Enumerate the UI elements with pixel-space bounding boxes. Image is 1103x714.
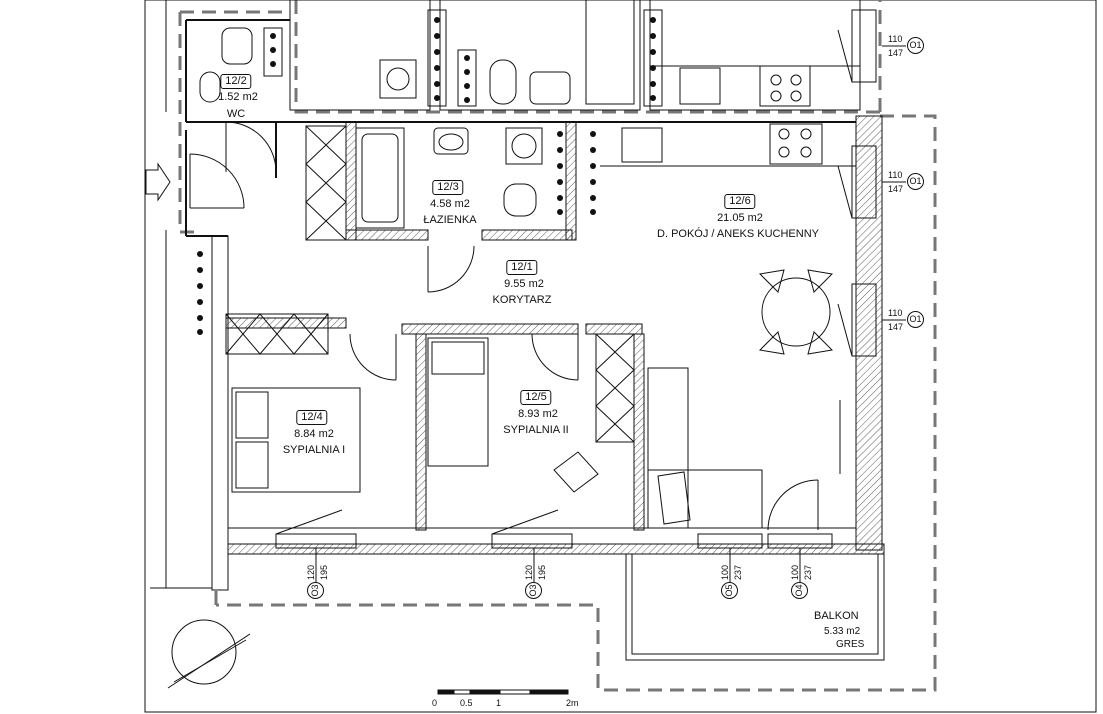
room-name-wc: WC: [226, 108, 246, 120]
window-bottom-3-width: 100: [720, 564, 730, 580]
window-bottom-2-height: 195: [537, 564, 547, 580]
apartment-boundary: [178, 0, 937, 692]
window-bottom-4-width: 100: [790, 564, 800, 580]
north-arrow: [167, 619, 251, 689]
dimension-ticks: [315, 45, 906, 582]
balcony: [625, 554, 885, 661]
neighbour-units: [289, 0, 861, 111]
room-area-sypialnia2: 8.93 m2: [518, 408, 558, 420]
window-right-3-height: 147: [888, 322, 904, 332]
vent-ducts-top: [263, 9, 663, 107]
room-name-sypialnia1: SYPIALNIA I: [282, 444, 346, 456]
dining-table: [758, 269, 834, 355]
scale-tick-2m: 2m: [566, 698, 579, 708]
window-right-3-code: O1: [907, 311, 924, 328]
room-area-balkon: 5.33 m2: [824, 626, 861, 637]
room-name-lazienka: ŁAZIENKA: [423, 214, 477, 226]
scale-tick-05: 0.5: [460, 698, 473, 708]
window-bottom-2-code: O3: [525, 582, 542, 599]
window-bottom-3-height: 237: [733, 564, 743, 580]
sofa: [647, 367, 841, 529]
scale-bar: [437, 689, 569, 695]
room-number-lazienka: 12/3: [432, 180, 464, 195]
window-bottom-4-height: 237: [803, 564, 813, 580]
window-bottom-2-width: 120: [524, 564, 534, 580]
room-name-balkon: BALKON: [814, 610, 859, 622]
bedroom-furniture: [231, 337, 599, 493]
left-neighbour: [145, 0, 212, 589]
room-finish-balkon: GRES: [836, 639, 865, 650]
room-area-wc: 1.52 m2: [218, 91, 258, 103]
window-right-1-code: O1: [907, 37, 924, 54]
window-bottom-1-width: 120: [306, 564, 316, 580]
room-area-korytarz: 9.55 m2: [504, 278, 544, 290]
window-bottom-1-code: O3: [307, 582, 324, 599]
wardrobes: [225, 125, 635, 443]
kitchen: [600, 123, 856, 167]
room-number-salon: 12/6: [724, 194, 756, 209]
vent-duct-dots: [197, 17, 656, 335]
room-number-wc: 12/2: [220, 74, 252, 89]
window-right-1-height: 147: [888, 48, 904, 58]
room-area-salon: 21.05 m2: [717, 212, 763, 224]
room-name-sypialnia2: SYPIALNIA II: [503, 424, 569, 436]
room-number-sypialnia1: 12/4: [296, 410, 328, 425]
bathroom-fixtures: [199, 27, 543, 229]
window-right-2-width: 110: [888, 170, 903, 180]
room-name-salon: D. POKÓJ / ANEKS KUCHENNY: [657, 228, 819, 240]
doors: [189, 121, 819, 531]
scale-tick-0: 0: [432, 698, 438, 708]
window-right-2-code: O1: [907, 173, 924, 190]
window-right-3-width: 110: [888, 308, 903, 318]
room-name-korytarz: KORYTARZ: [492, 294, 552, 306]
walls: [185, 19, 885, 591]
window-bottom-4-code: O4: [791, 582, 808, 599]
drawing-frame: [144, 0, 1097, 713]
window-right-2-height: 147: [888, 184, 904, 194]
window-right-1-width: 110: [888, 34, 903, 44]
scale-tick-1: 1: [496, 698, 502, 708]
room-area-sypialnia1: 8.84 m2: [294, 428, 334, 440]
room-number-korytarz: 12/1: [506, 260, 538, 275]
room-area-lazienka: 4.58 m2: [430, 198, 470, 210]
room-number-sypialnia2: 12/5: [520, 390, 552, 405]
window-bottom-1-height: 195: [319, 564, 329, 580]
window-bottom-3-code: O5: [721, 582, 738, 599]
